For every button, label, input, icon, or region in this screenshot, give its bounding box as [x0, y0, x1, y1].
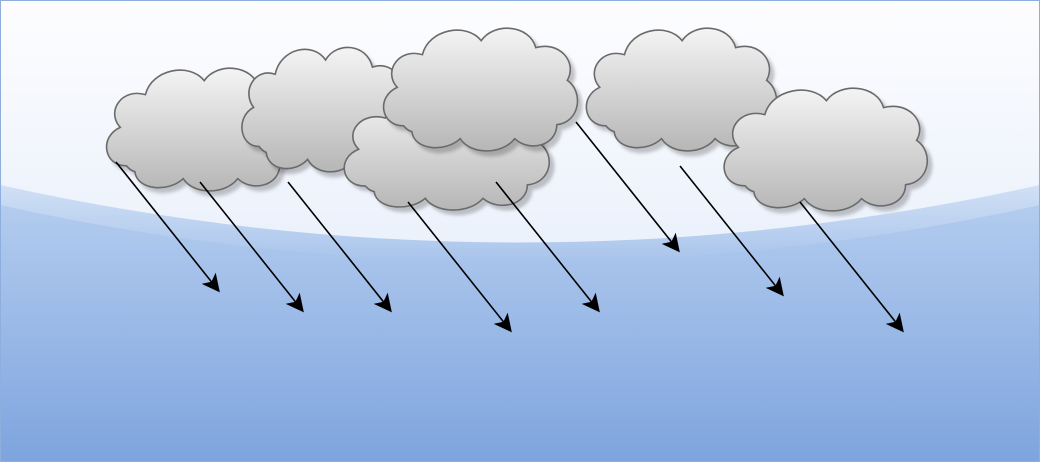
arrow-down-right-icon [115, 161, 220, 293]
arrow-down-right-icon [199, 181, 304, 313]
cloud-icon [724, 88, 927, 211]
cloud-icon [586, 28, 776, 151]
arrow-down-right-icon [407, 201, 512, 333]
arrow-down-right-icon [575, 121, 680, 253]
rain-arrows-layer [115, 121, 904, 333]
ground-surface [0, 185, 1040, 462]
arrow-down-right-icon [799, 201, 904, 333]
cloud-icon [384, 28, 578, 151]
arrow-down-right-icon [679, 165, 784, 297]
arrow-down-right-icon [287, 181, 392, 313]
clouds-layer [107, 28, 928, 211]
horizon-glow [0, 185, 1040, 263]
arrow-down-right-icon [495, 181, 600, 313]
